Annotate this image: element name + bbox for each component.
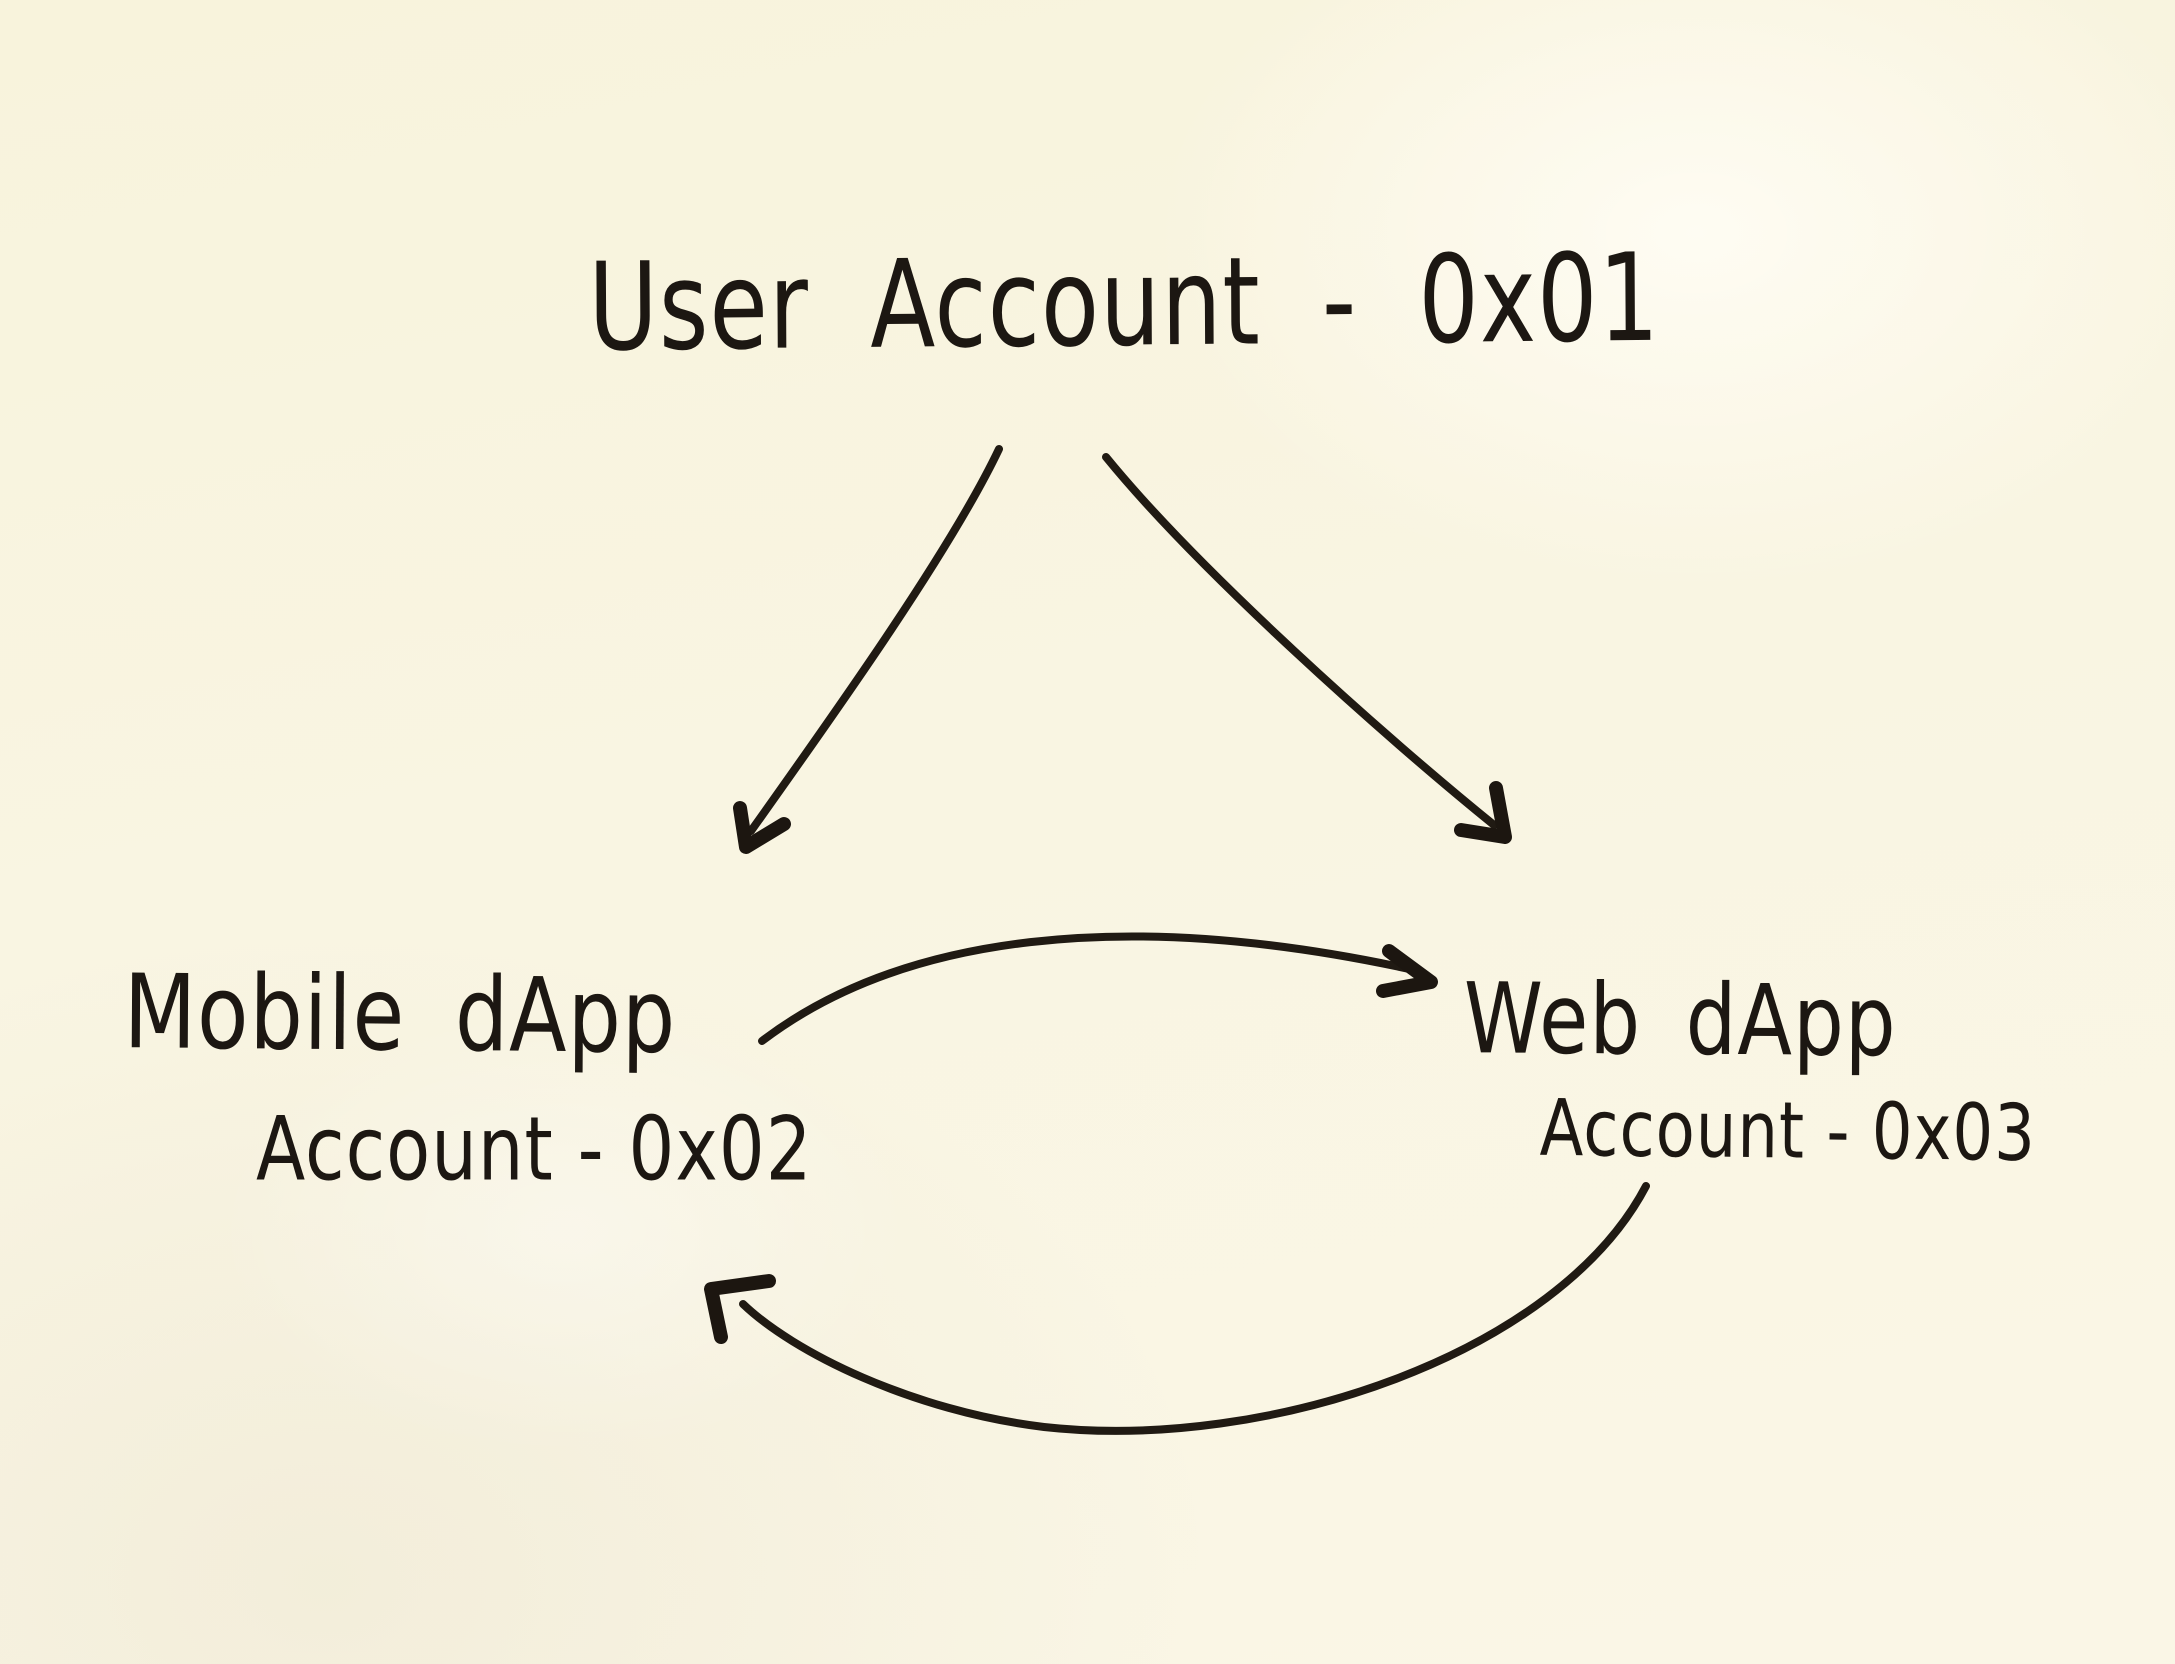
arrow-mobile-to-web bbox=[758, 932, 1418, 1045]
web-dapp-account-label: Account - 0x03 bbox=[1539, 1084, 2037, 1180]
user-account-node: User Account - 0x01 bbox=[588, 228, 1661, 379]
mobile-dapp-account-label: Account - 0x02 bbox=[256, 1098, 813, 1201]
arrow-user-to-mobile bbox=[747, 445, 1003, 835]
arrowhead-web-to-mobile bbox=[704, 1274, 776, 1344]
arrow-user-to-web bbox=[1102, 453, 1498, 829]
arrowhead-user-to-mobile bbox=[733, 801, 791, 854]
arrowhead-user-to-web bbox=[1454, 781, 1512, 844]
arrowhead-mobile-to-web bbox=[1376, 944, 1438, 998]
web-dapp-node-label: Web dApp bbox=[1463, 962, 1897, 1079]
arrow-web-to-mobile bbox=[739, 1182, 1650, 1435]
mobile-dapp-node-label: Mobile dApp bbox=[123, 952, 677, 1077]
